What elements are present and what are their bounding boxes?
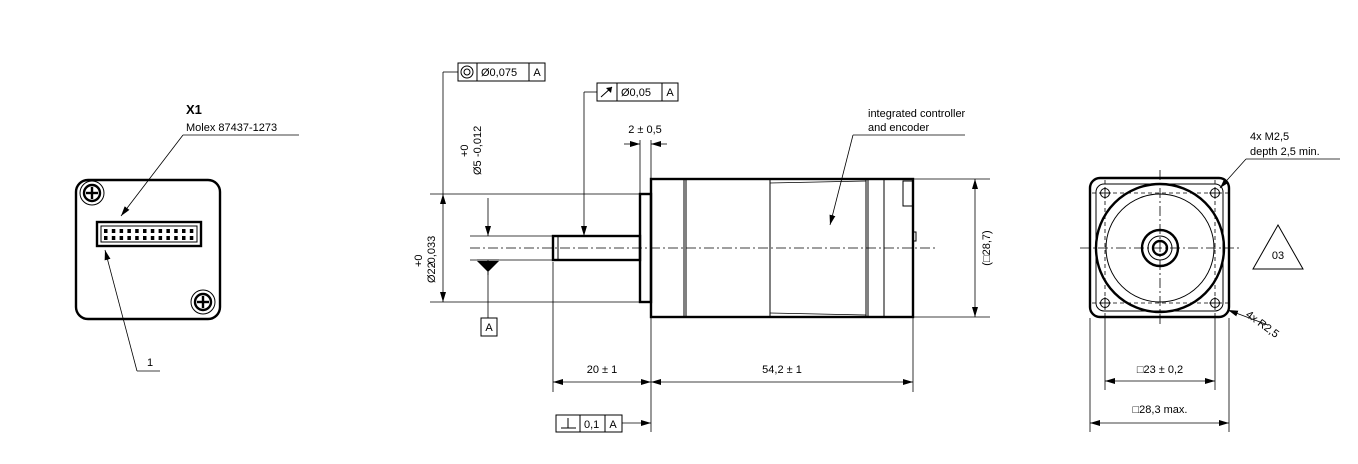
connector-pin [158,236,163,240]
thread-note-line2: depth 2,5 min. [1250,146,1320,158]
screw-top-left-icon [79,180,105,206]
connector-pin [127,229,131,233]
runout-arrow-icon [600,86,613,98]
outer-size-dim: □28,3 max. [1133,404,1188,416]
motor-side-view: Ø22 +0 -0,033 Ø5 +0 -0,012 A Ø0,075 A [413,62,993,433]
connector-pin [104,229,108,233]
connector-pin [111,236,116,240]
connector-pin [150,236,155,240]
connector-pin [189,236,194,240]
shaft-length-dim: 20 ± 1 [587,364,618,376]
connector-x1-icon [95,220,203,248]
flange-diameter-upper: +0 [413,254,425,267]
connector-pin [143,229,147,233]
revision-label: 03 [1272,250,1284,262]
thread-note-leader [1219,158,1247,189]
concentricity-icon [460,65,474,79]
connector-part-number: Molex 87437-1273 [186,122,277,134]
concentricity-datum: A [533,67,541,79]
back-plate-outline [74,178,222,321]
hole-pattern-dim: □23 ± 0,2 [1137,364,1183,376]
datum-a-box [480,317,498,337]
connector-pin [111,229,116,233]
connector-pin [119,236,124,240]
controller-note-line2: and encoder [868,122,929,134]
item-1-leader [104,249,138,372]
screw-bottom-right-icon [190,289,216,315]
concentricity-value: Ø0,075 [481,67,517,79]
connector-pin [143,236,147,240]
concentricity-frame: Ø0,075 A [457,62,546,82]
perpendicularity-icon [561,418,576,429]
connector-pin [166,236,170,240]
connector-pin [127,236,131,240]
connector-pin [182,229,186,233]
shaft-diameter-upper: +0 [459,144,471,157]
connector-designator: X1 [186,102,202,117]
connector-back-view: X1 Molex 87437-1273 1 [74,102,299,372]
connector-pin [166,229,170,233]
connector-pin [189,229,194,233]
body-height-dim: (□28,7) [981,230,993,265]
body-length-dim: 54,2 ± 1 [762,364,802,376]
connector-pin [174,229,178,233]
x1-leader [120,134,184,217]
perpendicularity-frame: 0,1 A [555,414,623,433]
connector-pin [135,229,139,233]
flange-thickness-dim: 2 ± 0,5 [628,124,662,136]
shaft-diameter-lower: -0,012 [472,126,484,157]
connector-pin [150,229,155,233]
datum-a-label: A [485,322,493,334]
controller-note-line1: integrated controller [868,108,966,120]
revision-triangle-icon [1252,223,1304,270]
shaft-diameter-base: Ø5 [472,160,484,175]
flange-diameter-dim: Ø22 +0 -0,033 [413,236,438,283]
shaft-diameter-dim: Ø5 +0 -0,012 [459,126,484,175]
connector-pin [182,236,186,240]
motor-front-view: 4x M2,5 depth 2,5 min. 03 4x R2,5 □23 ± … [1080,131,1340,432]
front-flange-outline [1088,176,1231,319]
connector-pin [135,236,139,240]
runout-datum: A [666,87,674,99]
runout-frame: Ø0,05 A [596,82,679,102]
runout-value: Ø0,05 [621,87,651,99]
connector-pin [119,229,124,233]
item-number-label: 1 [147,357,153,369]
controller-note-leader [829,134,854,226]
radius-note-leader [1227,309,1269,326]
connector-pin [158,229,163,233]
datum-triangle-icon [477,261,499,272]
flange-diameter-lower: -0,033 [426,236,438,267]
radius-note: 4x R2,5 [1243,309,1281,341]
connector-pin [104,236,108,240]
perpendicularity-value: 0,1 [584,419,599,431]
thread-note-line1: 4x M2,5 [1250,131,1289,143]
perpendicularity-datum: A [609,419,617,431]
connector-pin [174,236,178,240]
flange-diameter-base: Ø22 [426,262,438,283]
